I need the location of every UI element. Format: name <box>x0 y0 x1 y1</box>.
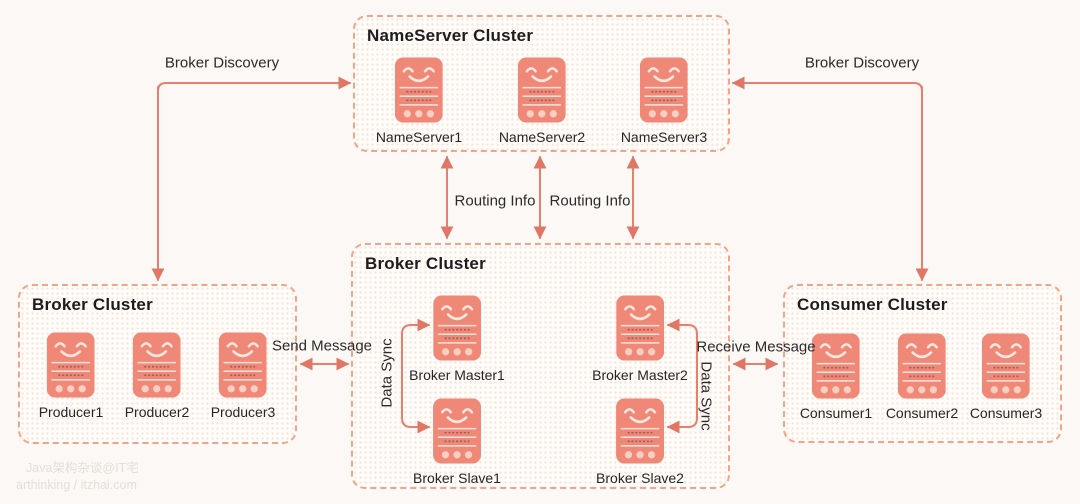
arrow-broker-discovery-left-horizontal <box>157 76 352 92</box>
watermark-line1: Java架构杂谈@IT宅 <box>26 461 139 475</box>
node-producer3: Producer3 <box>210 332 276 420</box>
nameserver-cluster-title: NameServer Cluster <box>367 26 534 45</box>
node-broker-master2: Broker Master2 <box>592 295 688 383</box>
server-icon <box>982 333 1030 399</box>
server-icon <box>133 332 181 398</box>
node-label: Broker Master2 <box>592 367 688 383</box>
routing-info-right-label: Routing Info <box>549 192 631 210</box>
node-broker-slave1: Broker Slave1 <box>413 398 501 486</box>
node-broker-slave2: Broker Slave2 <box>596 398 684 486</box>
server-icon <box>812 333 860 399</box>
data-sync-right-label: Data Sync <box>697 361 715 431</box>
server-icon <box>395 57 443 123</box>
node-nameserver2: NameServer2 <box>499 57 585 145</box>
node-label: Consumer2 <box>885 405 959 421</box>
arrow-broker-discovery-right-horizontal <box>731 76 923 92</box>
data-sync-left-label: Data Sync <box>378 338 396 408</box>
node-label: Broker Slave1 <box>413 470 501 486</box>
server-icon <box>433 295 481 361</box>
node-label: Broker Slave2 <box>596 470 684 486</box>
server-icon <box>616 295 664 361</box>
node-label: NameServer2 <box>498 129 586 145</box>
broker-discovery-right-label: Broker Discovery <box>804 54 920 72</box>
node-producer1: Producer1 <box>38 332 104 420</box>
node-label: Broker Master1 <box>409 367 505 383</box>
watermark-line2: arthinking / itzhai.com <box>16 478 137 492</box>
node-producer2: Producer2 <box>124 332 190 420</box>
node-label: Producer2 <box>124 404 190 420</box>
node-label: Consumer1 <box>799 405 873 421</box>
node-consumer2: Consumer2 <box>886 333 958 421</box>
server-icon <box>898 333 946 399</box>
server-icon <box>640 57 688 123</box>
node-label: NameServer1 <box>375 129 463 145</box>
node-broker-master1: Broker Master1 <box>409 295 505 383</box>
watermark: Java架构杂谈@IT宅 arthinking / itzhai.com <box>16 460 139 494</box>
server-icon <box>518 57 566 123</box>
producer-cluster-title: Broker Cluster <box>32 295 153 314</box>
broker-discovery-left-label: Broker Discovery <box>164 54 280 72</box>
routing-info-left-label: Routing Info <box>454 192 536 210</box>
node-nameserver1: NameServer1 <box>376 57 462 145</box>
node-consumer1: Consumer1 <box>800 333 872 421</box>
node-label: NameServer3 <box>620 129 708 145</box>
server-icon <box>219 332 267 398</box>
server-icon <box>616 398 664 464</box>
node-consumer3: Consumer3 <box>970 333 1042 421</box>
node-label: Producer3 <box>210 404 276 420</box>
server-icon <box>47 332 95 398</box>
broker-cluster-title: Broker Cluster <box>365 254 486 273</box>
consumer-cluster-title: Consumer Cluster <box>797 295 948 314</box>
node-nameserver3: NameServer3 <box>621 57 707 145</box>
node-label: Producer1 <box>38 404 104 420</box>
node-label: Consumer3 <box>969 405 1043 421</box>
server-icon <box>433 398 481 464</box>
receive-message-label: Receive Message <box>696 338 816 356</box>
send-message-label: Send Message <box>271 337 373 355</box>
